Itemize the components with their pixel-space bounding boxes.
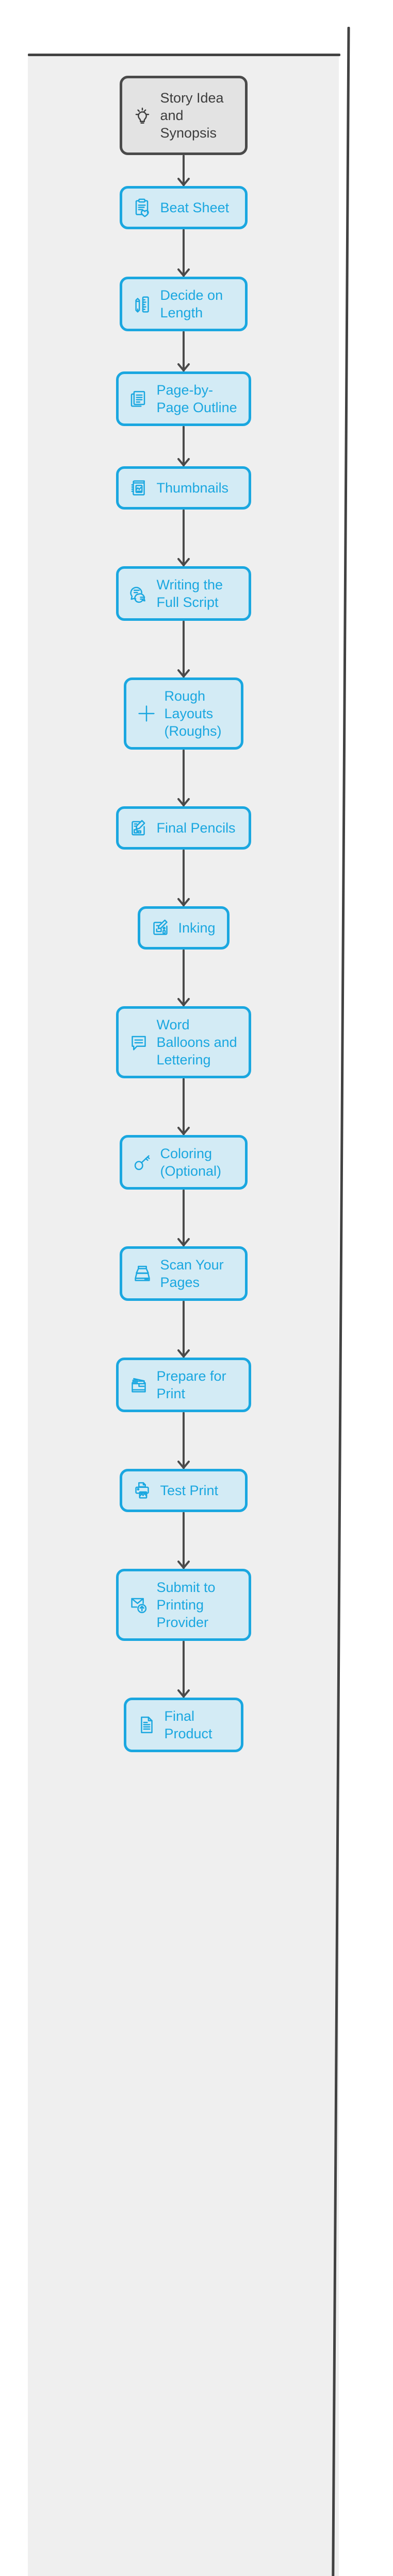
connector-1 — [177, 155, 190, 186]
node-label: Inking — [178, 920, 216, 936]
connector-3 — [177, 331, 190, 372]
crosshair-plus-icon — [135, 702, 158, 725]
node-label: Prepare for Print — [156, 1368, 226, 1402]
drawing-tablet-icon — [149, 916, 172, 940]
pencil-ruler-icon — [130, 292, 154, 316]
node-decide-length[interactable]: Decide on Length — [119, 277, 248, 332]
sketchbook-icon — [127, 476, 151, 500]
node-label: Submit to Printing Provider — [156, 1580, 216, 1631]
connector-14 — [177, 1512, 190, 1569]
speech-balloon-icon — [127, 1030, 151, 1054]
node-word-balloons[interactable]: Word Balloons and Lettering — [116, 1006, 251, 1079]
sketch-pencil-icon — [127, 816, 151, 840]
node-label: Story Idea and Synopsis — [160, 90, 224, 141]
flow-column: Story Idea and Synopsis Beat Sheet — [28, 55, 339, 1776]
node-label: Final Product — [164, 1708, 212, 1742]
connector-13 — [177, 1412, 190, 1469]
lightbulb-icon — [130, 104, 154, 127]
speech-bubbles-icon — [127, 582, 151, 605]
printer-icon — [130, 1479, 154, 1502]
node-label: Test Print — [160, 1483, 219, 1499]
node-story-idea[interactable]: Story Idea and Synopsis — [119, 76, 248, 155]
envelope-upload-icon — [127, 1593, 151, 1617]
node-prepare-print[interactable]: Prepare for Print — [116, 1358, 251, 1413]
key-icon — [130, 1150, 154, 1174]
panel-top-border — [28, 54, 340, 56]
print-press-icon — [127, 1373, 151, 1397]
document-stack-icon — [127, 387, 151, 411]
node-label: Scan Your Pages — [160, 1257, 224, 1291]
connector-6 — [177, 621, 190, 678]
node-label: Page-by- Page Outline — [156, 382, 237, 416]
node-label: Thumbnails — [156, 480, 229, 496]
node-label: Coloring (Optional) — [160, 1146, 222, 1179]
node-beat-sheet[interactable]: Beat Sheet — [119, 186, 248, 229]
connector-2 — [177, 229, 190, 277]
node-coloring[interactable]: Coloring (Optional) — [119, 1135, 248, 1190]
node-thumbnails[interactable]: Thumbnails — [116, 466, 251, 510]
node-full-script[interactable]: Writing the Full Script — [116, 566, 251, 621]
document-icon — [135, 1713, 158, 1737]
node-submit-printer[interactable]: Submit to Printing Provider — [116, 1569, 251, 1641]
node-rough-layouts[interactable]: Rough Layouts (Roughs) — [123, 677, 243, 750]
connector-4 — [177, 426, 190, 467]
node-label: Decide on Length — [160, 287, 223, 321]
connector-7 — [177, 750, 190, 807]
connector-10 — [177, 1078, 190, 1136]
node-scan-pages[interactable]: Scan Your Pages — [119, 1246, 248, 1301]
node-page-outline[interactable]: Page-by- Page Outline — [116, 371, 251, 427]
node-label: Word Balloons and Lettering — [156, 1017, 237, 1068]
connector-9 — [177, 950, 190, 1007]
connector-11 — [177, 1190, 190, 1247]
node-label: Beat Sheet — [160, 199, 230, 215]
node-label: Writing the Full Script — [156, 577, 223, 611]
connector-5 — [177, 510, 190, 567]
scanner-icon — [130, 1262, 154, 1285]
node-label: Final Pencils — [156, 820, 236, 836]
node-final-pencils[interactable]: Final Pencils — [116, 806, 251, 850]
clipboard-heart-icon — [130, 196, 154, 219]
connector-12 — [177, 1301, 190, 1358]
connector-8 — [177, 850, 190, 907]
node-label: Rough Layouts (Roughs) — [164, 688, 222, 739]
connector-15 — [177, 1641, 190, 1698]
node-test-print[interactable]: Test Print — [119, 1469, 248, 1513]
node-final-product[interactable]: Final Product — [123, 1698, 243, 1753]
node-inking[interactable]: Inking — [137, 906, 230, 950]
